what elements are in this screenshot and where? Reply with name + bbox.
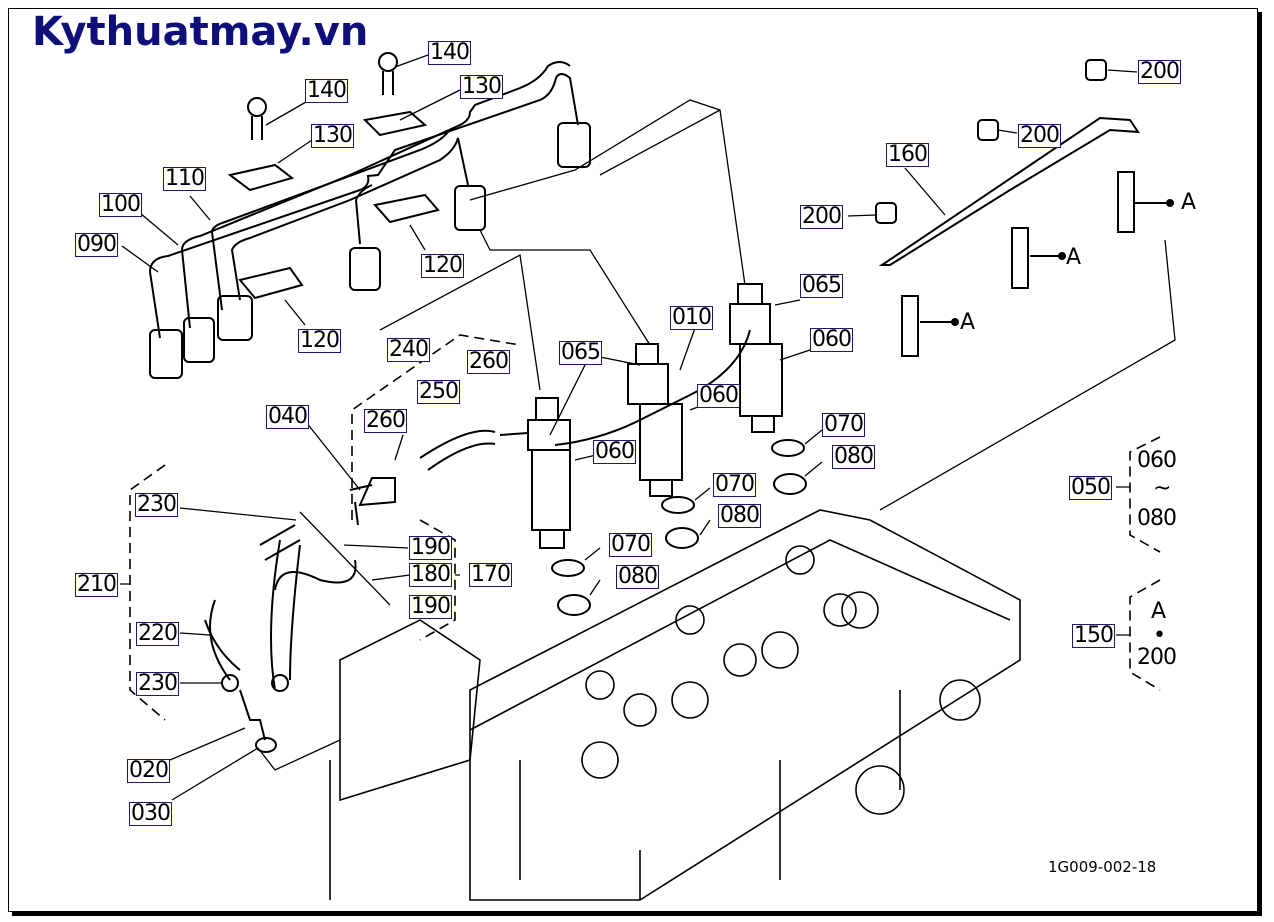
callout-080[interactable]: 080 (718, 503, 761, 528)
callout-260[interactable]: 260 (364, 408, 407, 433)
bracket-ticks (120, 486, 1130, 636)
callout-070[interactable]: 070 (609, 532, 652, 557)
callout-010[interactable]: 010 (670, 305, 713, 330)
washers (551, 439, 807, 616)
callout-060[interactable]: 060 (810, 327, 853, 352)
callout-130[interactable]: 130 (460, 74, 503, 99)
group-150-top: A (1151, 599, 1166, 624)
callout-070[interactable]: 070 (713, 472, 756, 497)
watermark-logo: Kythuatmay.vn (32, 9, 369, 55)
ref-mark-a: A (1066, 245, 1082, 270)
callout-140[interactable]: 140 (305, 78, 348, 103)
callout-050[interactable]: 050 (1069, 475, 1112, 500)
group-050-range-symbol: ~ (1153, 476, 1171, 501)
group-brackets (129, 334, 1161, 721)
callout-020[interactable]: 020 (127, 758, 170, 783)
glow-plugs (875, 59, 1174, 357)
ref-mark-a: A (960, 310, 976, 335)
group-050-top: 060 (1137, 448, 1177, 473)
callout-180[interactable]: 180 (409, 562, 452, 587)
cylinder-head (329, 509, 1021, 901)
group-050-bottom: 080 (1137, 506, 1177, 531)
callout-090[interactable]: 090 (75, 232, 118, 257)
callout-070[interactable]: 070 (822, 412, 865, 437)
ref-mark-a: A (1181, 190, 1197, 215)
callout-120[interactable]: 120 (421, 253, 464, 278)
callout-040[interactable]: 040 (266, 404, 309, 429)
leader-lines (121, 54, 1176, 801)
callout-190[interactable]: 190 (409, 535, 452, 560)
callout-110[interactable]: 110 (163, 166, 206, 191)
callout-250[interactable]: 250 (417, 379, 460, 404)
callout-030[interactable]: 030 (129, 801, 172, 826)
callout-150[interactable]: 150 (1072, 623, 1115, 648)
callout-230[interactable]: 230 (135, 492, 178, 517)
callout-260[interactable]: 260 (467, 349, 510, 374)
callout-220[interactable]: 220 (136, 621, 179, 646)
leak-off-hoses (204, 429, 496, 753)
callout-060[interactable]: 060 (697, 383, 740, 408)
pipe-clamps (227, 52, 440, 300)
callout-240[interactable]: 240 (387, 337, 430, 362)
injection-pipes (148, 61, 579, 339)
callout-065[interactable]: 065 (800, 273, 843, 298)
callout-080[interactable]: 080 (616, 564, 659, 589)
callout-210[interactable]: 210 (75, 572, 118, 597)
callout-130[interactable]: 130 (311, 123, 354, 148)
callout-170[interactable]: 170 (469, 562, 512, 587)
drawing-code: 1G009-002-18 (1048, 858, 1157, 876)
group-150-bottom: 200 (1137, 645, 1177, 670)
callout-160[interactable]: 160 (886, 142, 929, 167)
callout-080[interactable]: 080 (832, 444, 875, 469)
callout-065[interactable]: 065 (559, 340, 602, 365)
group-150-dot: • (1153, 623, 1166, 648)
callout-100[interactable]: 100 (99, 192, 142, 217)
callout-060[interactable]: 060 (593, 439, 636, 464)
pipe-nuts (149, 122, 591, 379)
callout-120[interactable]: 120 (298, 328, 341, 353)
callout-200[interactable]: 200 (1018, 123, 1061, 148)
callout-230[interactable]: 230 (136, 671, 179, 696)
callout-200[interactable]: 200 (1138, 59, 1181, 84)
callout-190[interactable]: 190 (409, 594, 452, 619)
injection-nozzles (499, 283, 783, 549)
callout-140[interactable]: 140 (428, 40, 471, 65)
callout-200[interactable]: 200 (800, 204, 843, 229)
